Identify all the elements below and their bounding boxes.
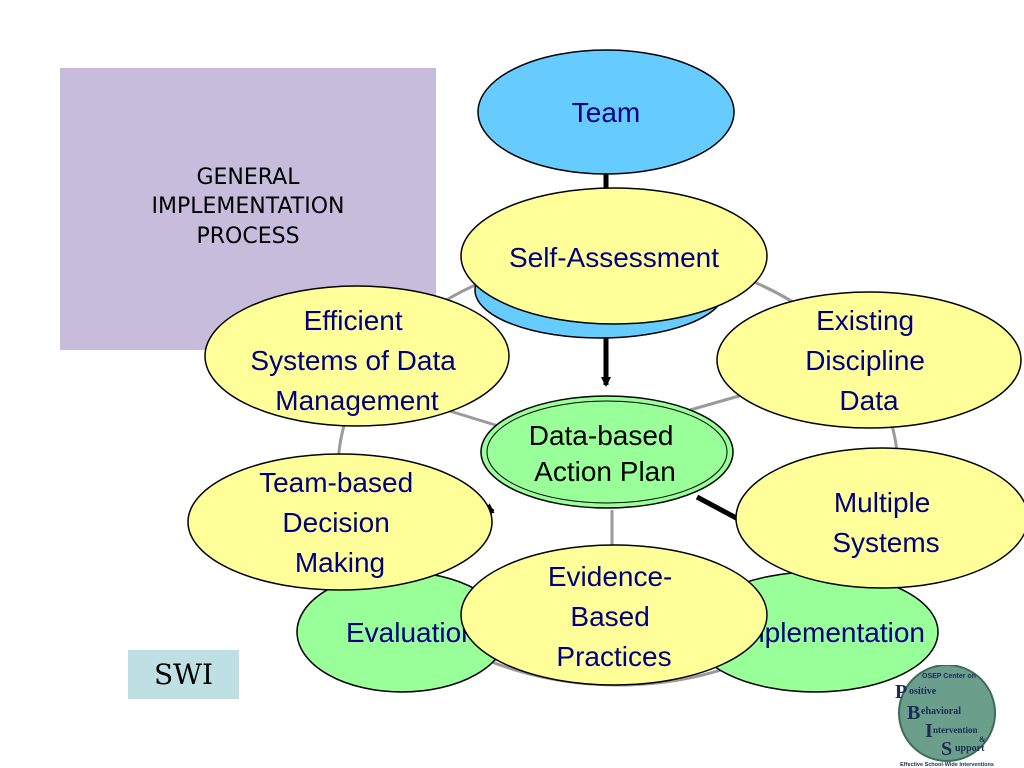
logo-letter-b: B	[907, 702, 920, 724]
multiple-systems-line-2: Systems	[832, 527, 939, 558]
multiple-systems-node	[735, 447, 1024, 589]
self-assessment-node	[460, 187, 768, 325]
action-plan-node	[480, 395, 734, 509]
logo-word-behavioral: ehavioral	[921, 706, 961, 717]
multiple-systems-line-1: Multiple	[834, 487, 930, 518]
team-decision-line-1: Team-based	[259, 467, 413, 498]
action-plan-label: Data-based Action Plan	[529, 420, 682, 487]
logo-ampersand: &	[979, 735, 986, 744]
logo-letter-s: S	[941, 738, 952, 760]
evidence-based-label: Evidence- Based Practices	[548, 561, 680, 672]
evidence-based-node	[460, 544, 768, 686]
efficient-systems-node	[204, 285, 510, 427]
existing-discipline-label: Existing Discipline Data	[805, 305, 933, 416]
logo-word-positive: ositive	[909, 686, 937, 697]
logo-word-support: upport	[955, 743, 985, 754]
team-decision-line-2: Decision	[282, 507, 389, 538]
existing-discipline-line-2: Discipline	[805, 345, 925, 376]
logo-footer: Effective School-Wide Interventions	[900, 762, 994, 768]
efficient-systems-line-3: Management	[275, 385, 439, 416]
team-decision-label: Team-based Decision Making	[259, 467, 421, 578]
efficient-systems-label: Efficient Systems of Data Management	[250, 305, 463, 416]
logo-circle	[898, 665, 996, 762]
team-decision-node	[187, 453, 493, 591]
evidence-based-line-1: Evidence-	[548, 561, 673, 592]
multiple-systems-label: Multiple Systems	[832, 487, 939, 558]
existing-discipline-node	[716, 291, 1022, 429]
action-plan-inner-ring	[486, 400, 728, 504]
efficient-systems-line-1: Efficient	[304, 305, 403, 336]
action-plan-line-2: Action Plan	[534, 456, 676, 487]
logo-word-intervention: ntervention	[933, 725, 978, 735]
efficient-systems-line-2: Systems of Data	[250, 345, 456, 376]
logo-letter-i: I	[925, 720, 933, 742]
evidence-based-line-3: Practices	[556, 641, 671, 672]
team-node	[477, 49, 735, 175]
swi-label: SWI	[128, 650, 239, 699]
team-decision-line-3: Making	[295, 547, 385, 578]
logo-header: OSEP Center on	[922, 673, 976, 680]
existing-discipline-line-3: Data	[839, 385, 899, 416]
self-assessment-label: Self-Assessment	[509, 242, 719, 273]
evidence-based-line-2: Based	[570, 601, 649, 632]
existing-discipline-line-1: Existing	[816, 305, 914, 336]
action-plan-connector	[695, 494, 742, 523]
evaluation-label: Evaluation	[346, 617, 477, 648]
pbis-logo: OSEP Center on P ositive B ehavioral I n…	[895, 665, 996, 768]
process-title: GENERAL IMPLEMENTATION PROCESS	[151, 165, 345, 249]
action-plan-line-1: Data-based	[529, 420, 674, 451]
team-label: Team	[572, 97, 640, 128]
logo-letter-p: P	[895, 681, 907, 703]
